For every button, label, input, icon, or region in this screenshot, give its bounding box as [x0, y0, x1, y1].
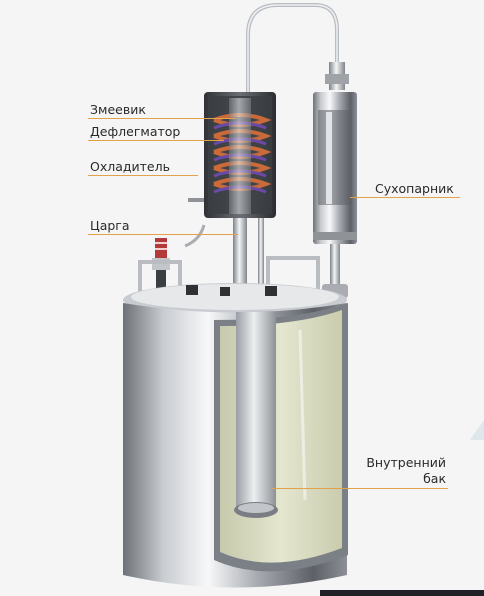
leader-bak	[272, 488, 448, 489]
leader-zmeevik	[88, 118, 236, 119]
leader-tsarga	[88, 234, 238, 235]
cutaway	[214, 303, 348, 572]
column	[233, 218, 264, 293]
handle-right	[266, 256, 320, 292]
label-deflegmator: Дефлегматор	[90, 124, 181, 139]
label-zmeevik: Змеевик	[90, 102, 146, 117]
label-sukhoparnik: Сухопарник	[375, 181, 454, 196]
leader-sukhoparnik	[350, 197, 460, 198]
leader-okhladitel	[88, 175, 198, 176]
label-bak-line1: Внутренний	[366, 455, 446, 470]
label-tsarga: Царга	[90, 218, 130, 233]
dephlegmator	[184, 92, 276, 248]
handle-left	[138, 260, 182, 292]
inner-tank	[236, 312, 276, 515]
dry-steamer	[313, 62, 357, 298]
label-bak-line2: бак	[423, 471, 446, 486]
leader-deflegmator	[88, 140, 224, 141]
label-okhladitel: Охладитель	[90, 159, 170, 174]
